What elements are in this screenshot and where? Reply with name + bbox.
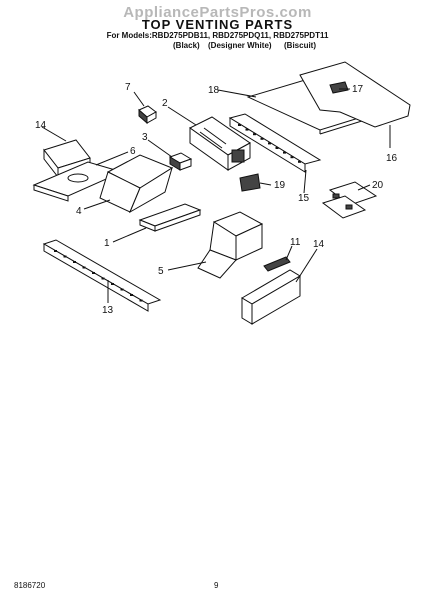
callout-14-left: 14	[35, 120, 47, 131]
rail-hole	[260, 137, 264, 140]
callout-20: 20	[372, 180, 384, 191]
base-rail-hole	[82, 266, 86, 269]
callout-1: 1	[104, 238, 110, 249]
part-14-right-bracket	[241, 269, 301, 325]
leader-lines	[41, 88, 391, 303]
part-5-angled-duct	[197, 211, 264, 279]
callout-6: 6	[130, 146, 136, 157]
variant-designer-white: (Designer White)	[208, 41, 272, 50]
watermark-text: AppliancePartsPros.com	[123, 4, 312, 21]
diagram-title: TOP VENTING PARTS	[141, 17, 294, 32]
document-number: 8186720	[14, 581, 46, 590]
part-11-connector	[263, 256, 291, 272]
part-3-block	[168, 152, 193, 171]
part-7-clip	[138, 105, 157, 125]
rail-hole	[253, 133, 256, 136]
callout-2: 2	[162, 98, 168, 109]
rail-hole	[268, 142, 271, 145]
callout-4: 4	[76, 206, 82, 217]
part-15-perforated-rail	[228, 113, 322, 173]
variant-biscuit: (Biscuit)	[284, 41, 316, 50]
part-1-bar	[138, 203, 202, 232]
callout-13: 13	[102, 305, 114, 316]
part-2-fan-assembly	[189, 116, 251, 171]
rail-hole	[283, 151, 286, 154]
rail-hole	[245, 128, 249, 131]
callout-labels: 7 2 18 17 16 3 14 6 19 15 20 4 1 5 11 14…	[35, 82, 398, 316]
callout-16: 16	[386, 153, 398, 164]
model-numbers: For Models:RBD275PDB11, RBD275PDQ11, RBD…	[106, 31, 329, 40]
callout-15: 15	[298, 193, 310, 204]
callout-19: 19	[274, 180, 286, 191]
base-rail-hole	[63, 255, 67, 258]
base-rail-hole	[73, 261, 76, 263]
part-19-plate	[239, 173, 261, 192]
base-rail-hole	[92, 272, 95, 274]
part-4-vent-duct	[99, 154, 174, 214]
rail-hole	[238, 124, 241, 126]
callout-17: 17	[352, 84, 364, 95]
base-rail-hole	[111, 283, 114, 285]
callout-11: 11	[290, 237, 301, 248]
variant-black: (Black)	[173, 41, 200, 50]
rail-hole	[298, 160, 301, 163]
part-16-vent-cover	[299, 61, 411, 128]
part-20-bracket	[321, 181, 378, 219]
base-rail-hole	[54, 250, 57, 252]
part-13-base-rail	[42, 239, 162, 312]
page-number: 9	[214, 581, 219, 590]
callout-14-right: 14	[313, 239, 325, 250]
rail-hole	[290, 156, 294, 159]
base-rail-hole	[130, 294, 133, 296]
rail-hole	[275, 147, 279, 149]
callout-3: 3	[142, 132, 148, 143]
base-rail-hole	[120, 288, 124, 291]
callout-5: 5	[158, 266, 164, 277]
base-rail-hole	[101, 277, 105, 280]
callout-18: 18	[208, 85, 220, 96]
callout-7: 7	[125, 82, 131, 93]
base-rail-hole	[139, 299, 143, 302]
